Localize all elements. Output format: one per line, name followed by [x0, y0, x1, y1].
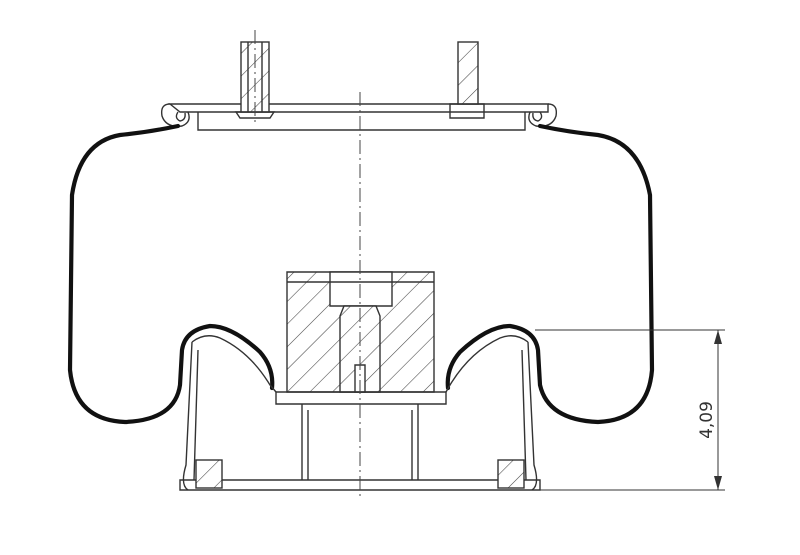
dimension-label: 4,09: [697, 401, 717, 439]
height-dimension: 4,09: [535, 329, 725, 491]
rubber-bellows: [67, 123, 655, 425]
top-plate: [160, 103, 558, 131]
right-mounting-stud: [449, 41, 485, 119]
left-mounting-stud: [234, 41, 276, 119]
